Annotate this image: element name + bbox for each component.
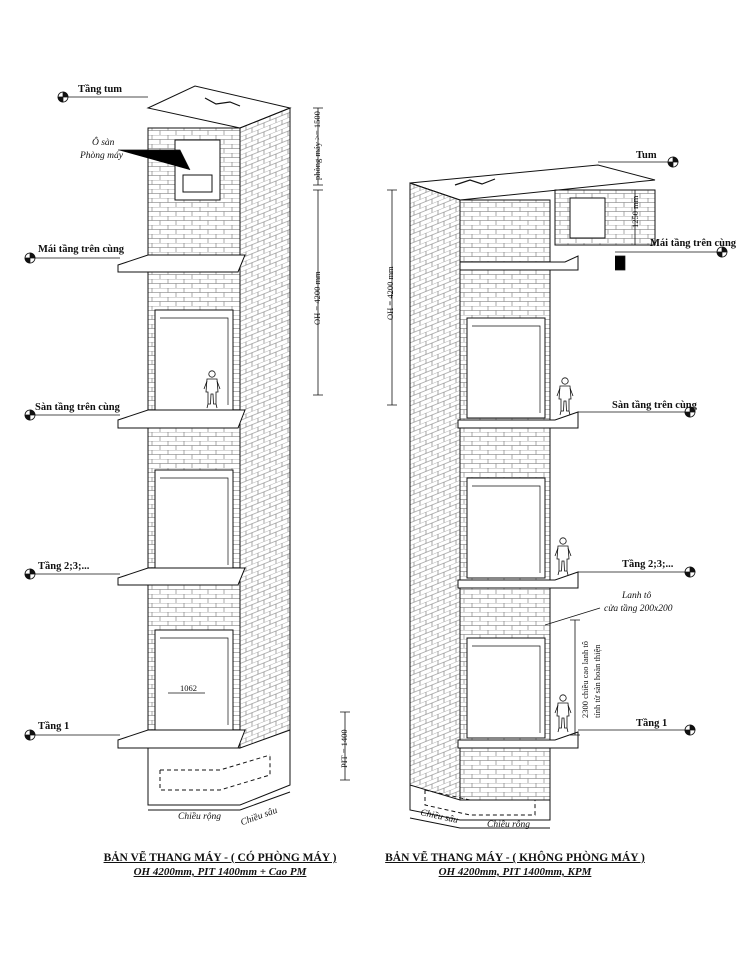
left-level-markers — [24, 91, 191, 741]
right-caption: BẢN VẼ THANG MÁY - ( KHÔNG PHÒNG MÁY ) O… — [385, 852, 645, 878]
right-label-tang-1: Tầng 1 — [636, 718, 668, 729]
level-marker-icon — [684, 566, 696, 578]
left-dim-phong-may: phòng máy >= 1500 — [312, 111, 322, 180]
left-caption: BẢN VẼ THANG MÁY - ( CÓ PHÒNG MÁY ) OH 4… — [100, 852, 340, 878]
right-label-tum: Tum — [636, 150, 657, 161]
level-marker-icon — [684, 724, 696, 736]
level-marker-icon — [57, 91, 69, 103]
right-dim-2300-a: 2300 chiều cao lanh tô — [580, 641, 590, 718]
left-label-tang-tum: Tầng tum — [78, 84, 123, 95]
right-dimensions — [387, 189, 640, 736]
level-marker-icon — [24, 568, 36, 580]
right-label-mai-tang: Mái tầng trên cùng — [650, 238, 737, 249]
left-caption-sub: OH 4200mm, PIT 1400mm + Cao PM — [133, 866, 307, 878]
left-label-phong-may: Phòng máy — [80, 151, 124, 161]
left-label-san-tang: Sàn tầng trên cùng — [35, 402, 120, 413]
right-label-san-tang: Sàn tầng trên cùng — [612, 400, 697, 411]
left-label-o-san: Ô sàn — [92, 138, 115, 148]
right-label-tang-23: Tầng 2;3;... — [622, 559, 674, 570]
right-dim-1250: 1250 mm — [630, 195, 640, 228]
right-person-1-icon — [556, 377, 574, 416]
right-person-3-icon — [554, 694, 572, 733]
level-marker-icon — [24, 409, 36, 421]
left-label-tang-23: Tầng 2;3;... — [38, 561, 90, 572]
left-dim-oh: OH = 4200 mm — [312, 271, 322, 325]
left-dimensions — [168, 107, 350, 781]
right-label-lanh-to-sub: cửa tầng 200x200 — [604, 604, 673, 614]
left-label-tang-1: Tầng 1 — [38, 721, 70, 732]
right-label-lanh-to: Lanh tô — [622, 591, 652, 601]
right-person-2-icon — [554, 537, 572, 576]
left-caption-title: BẢN VẼ THANG MÁY - ( CÓ PHÒNG MÁY ) — [103, 852, 337, 864]
level-marker-icon — [24, 252, 36, 264]
level-marker-icon — [667, 156, 679, 168]
right-caption-sub: OH 4200mm, PIT 1400mm, KPM — [438, 866, 592, 878]
left-dim-pit: PIT = 1400 — [339, 729, 349, 768]
right-dim-oh: OH = 4200 mm — [385, 266, 395, 320]
right-dim-2300-b: tính từ sàn hoàn thiện — [592, 644, 602, 718]
right-level-markers — [578, 156, 728, 736]
right-label-chieu-rong: Chiều rộng — [487, 820, 531, 830]
right-elevator-shaft — [409, 164, 656, 829]
right-caption-title: BẢN VẼ THANG MÁY - ( KHÔNG PHÒNG MÁY ) — [385, 852, 645, 864]
left-elevator-shaft — [117, 85, 292, 811]
level-marker-icon — [24, 729, 36, 741]
left-label-mai-tang: Mái tầng trên cùng — [38, 244, 125, 255]
left-label-chieu-rong: Chiều rộng — [178, 812, 222, 822]
left-dim-door: 1062 — [180, 683, 197, 693]
